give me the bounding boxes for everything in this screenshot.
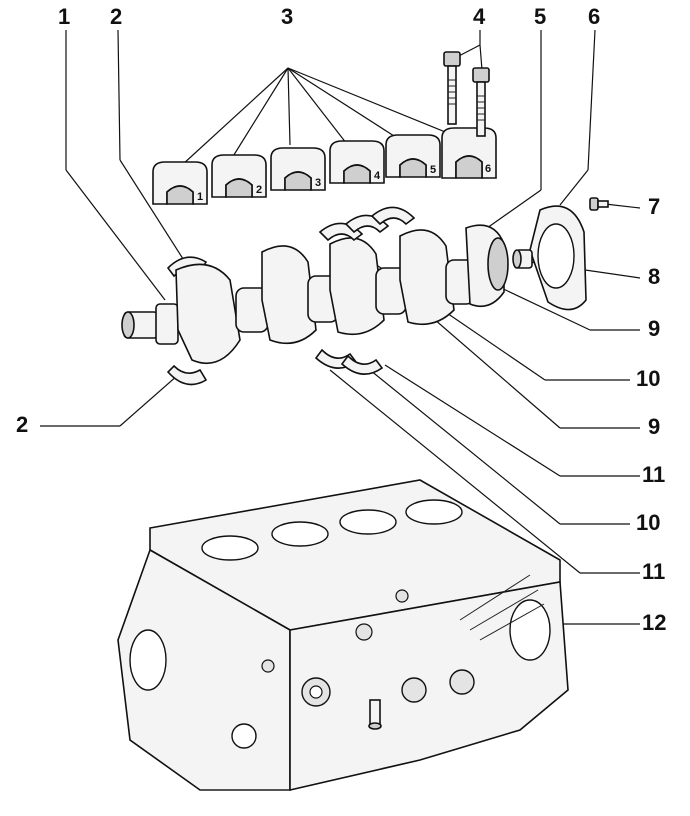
bearing-cap-4: 4 bbox=[329, 140, 385, 184]
crankshaft bbox=[121, 224, 509, 365]
callout-2-upper: 2 bbox=[110, 4, 123, 29]
callout-6: 6 bbox=[588, 4, 601, 29]
callout-10-upper: 10 bbox=[636, 366, 661, 391]
rear-seal-flange bbox=[529, 205, 587, 311]
cap-bolt-left bbox=[443, 51, 461, 125]
callout-10-lower: 10 bbox=[636, 510, 661, 535]
bearing-cap-number-4: 4 bbox=[374, 170, 381, 182]
callout-4: 4 bbox=[473, 4, 486, 29]
flange-screw bbox=[589, 197, 609, 211]
callout-12: 12 bbox=[642, 610, 667, 635]
callout-9-lower: 9 bbox=[648, 414, 661, 439]
cylinder-block bbox=[117, 479, 569, 792]
thrust-washers bbox=[314, 206, 416, 375]
bearing-cap-1: 1 bbox=[152, 161, 208, 205]
lower-bearing-shell bbox=[166, 364, 208, 386]
cap-bolt-right bbox=[472, 67, 490, 137]
main-bearing-caps: 1 2 3 4 5 bbox=[152, 127, 497, 205]
callout-11-lower: 11 bbox=[642, 559, 666, 584]
bearing-cap-2: 2 bbox=[211, 154, 267, 198]
bearing-cap-number-1: 1 bbox=[197, 191, 203, 203]
bearing-cap-number-2: 2 bbox=[256, 184, 262, 196]
bearing-cap-number-6: 6 bbox=[485, 163, 491, 175]
cap-bolts bbox=[443, 51, 490, 137]
callout-9-upper: 9 bbox=[648, 316, 661, 341]
bearing-cap-number-5: 5 bbox=[430, 164, 436, 176]
callout-7: 7 bbox=[648, 194, 661, 219]
callout-1: 1 bbox=[58, 4, 71, 29]
pilot-bushing bbox=[512, 249, 533, 269]
callout-3: 3 bbox=[281, 4, 294, 29]
callout-5: 5 bbox=[534, 4, 547, 29]
bearing-cap-5: 5 bbox=[385, 134, 441, 178]
bearing-cap-number-3: 3 bbox=[315, 177, 321, 189]
callout-8: 8 bbox=[648, 264, 661, 289]
callout-2-lower: 2 bbox=[16, 412, 29, 437]
callout-11-upper: 11 bbox=[642, 462, 666, 487]
bearing-cap-6: 6 bbox=[441, 127, 497, 179]
bearing-cap-3: 3 bbox=[270, 147, 326, 191]
